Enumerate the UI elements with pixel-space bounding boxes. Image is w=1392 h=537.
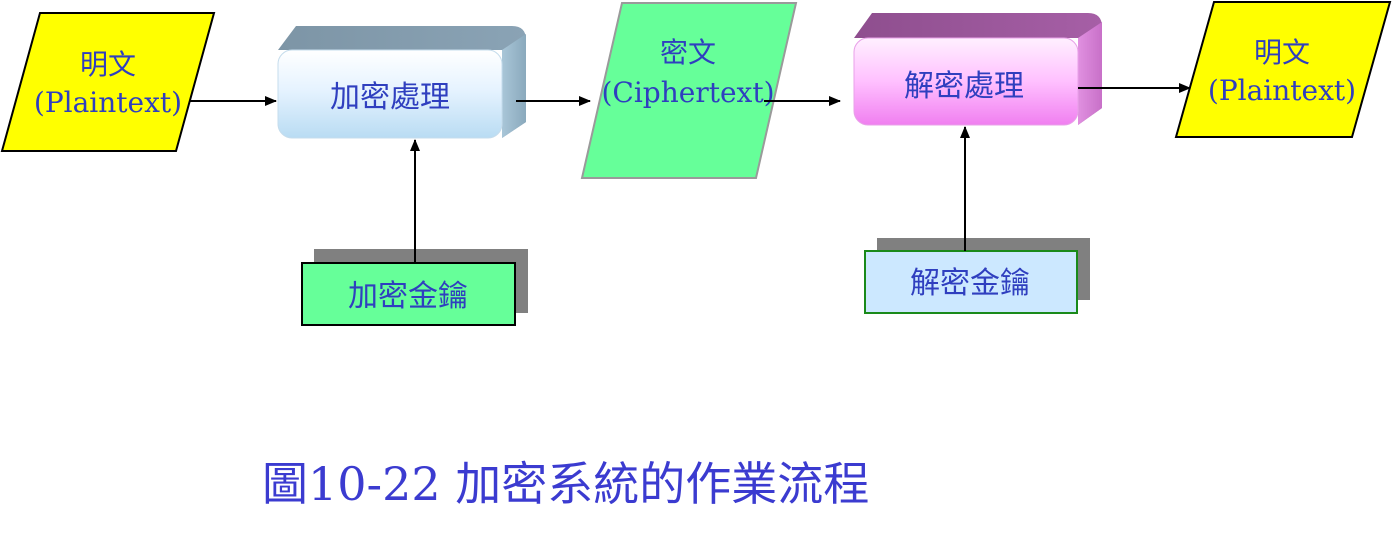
encrypt-key-label: 加密金鑰 bbox=[348, 279, 468, 314]
plaintext-input-line2: (Plaintext) bbox=[34, 86, 182, 119]
plaintext-output-line2: (Plaintext) bbox=[1208, 74, 1356, 107]
plaintext-output-node: 明文 (Plaintext) bbox=[1174, 1, 1392, 138]
plaintext-input-node: 明文 (Plaintext) bbox=[0, 12, 216, 152]
ciphertext-node: 密文 (Ciphertext) bbox=[580, 2, 798, 179]
plaintext-output-line1: 明文 bbox=[1254, 36, 1310, 69]
decrypt-process-label: 解密處理 bbox=[904, 69, 1024, 104]
decrypt-key-node: 解密金鑰 bbox=[864, 238, 1090, 314]
decrypt-key-label: 解密金鑰 bbox=[910, 266, 1030, 301]
ciphertext-line2: (Ciphertext) bbox=[601, 76, 774, 109]
encrypt-key-node: 加密金鑰 bbox=[301, 249, 528, 326]
decrypt-process-node: 解密處理 bbox=[853, 13, 1102, 126]
figure-caption: 圖10-22 加密系統的作業流程 bbox=[262, 457, 870, 511]
encrypt-process-node: 加密處理 bbox=[277, 26, 526, 139]
ciphertext-line1: 密文 bbox=[660, 36, 716, 69]
encrypt-process-label: 加密處理 bbox=[330, 80, 450, 115]
plaintext-input-line1: 明文 bbox=[80, 48, 136, 81]
